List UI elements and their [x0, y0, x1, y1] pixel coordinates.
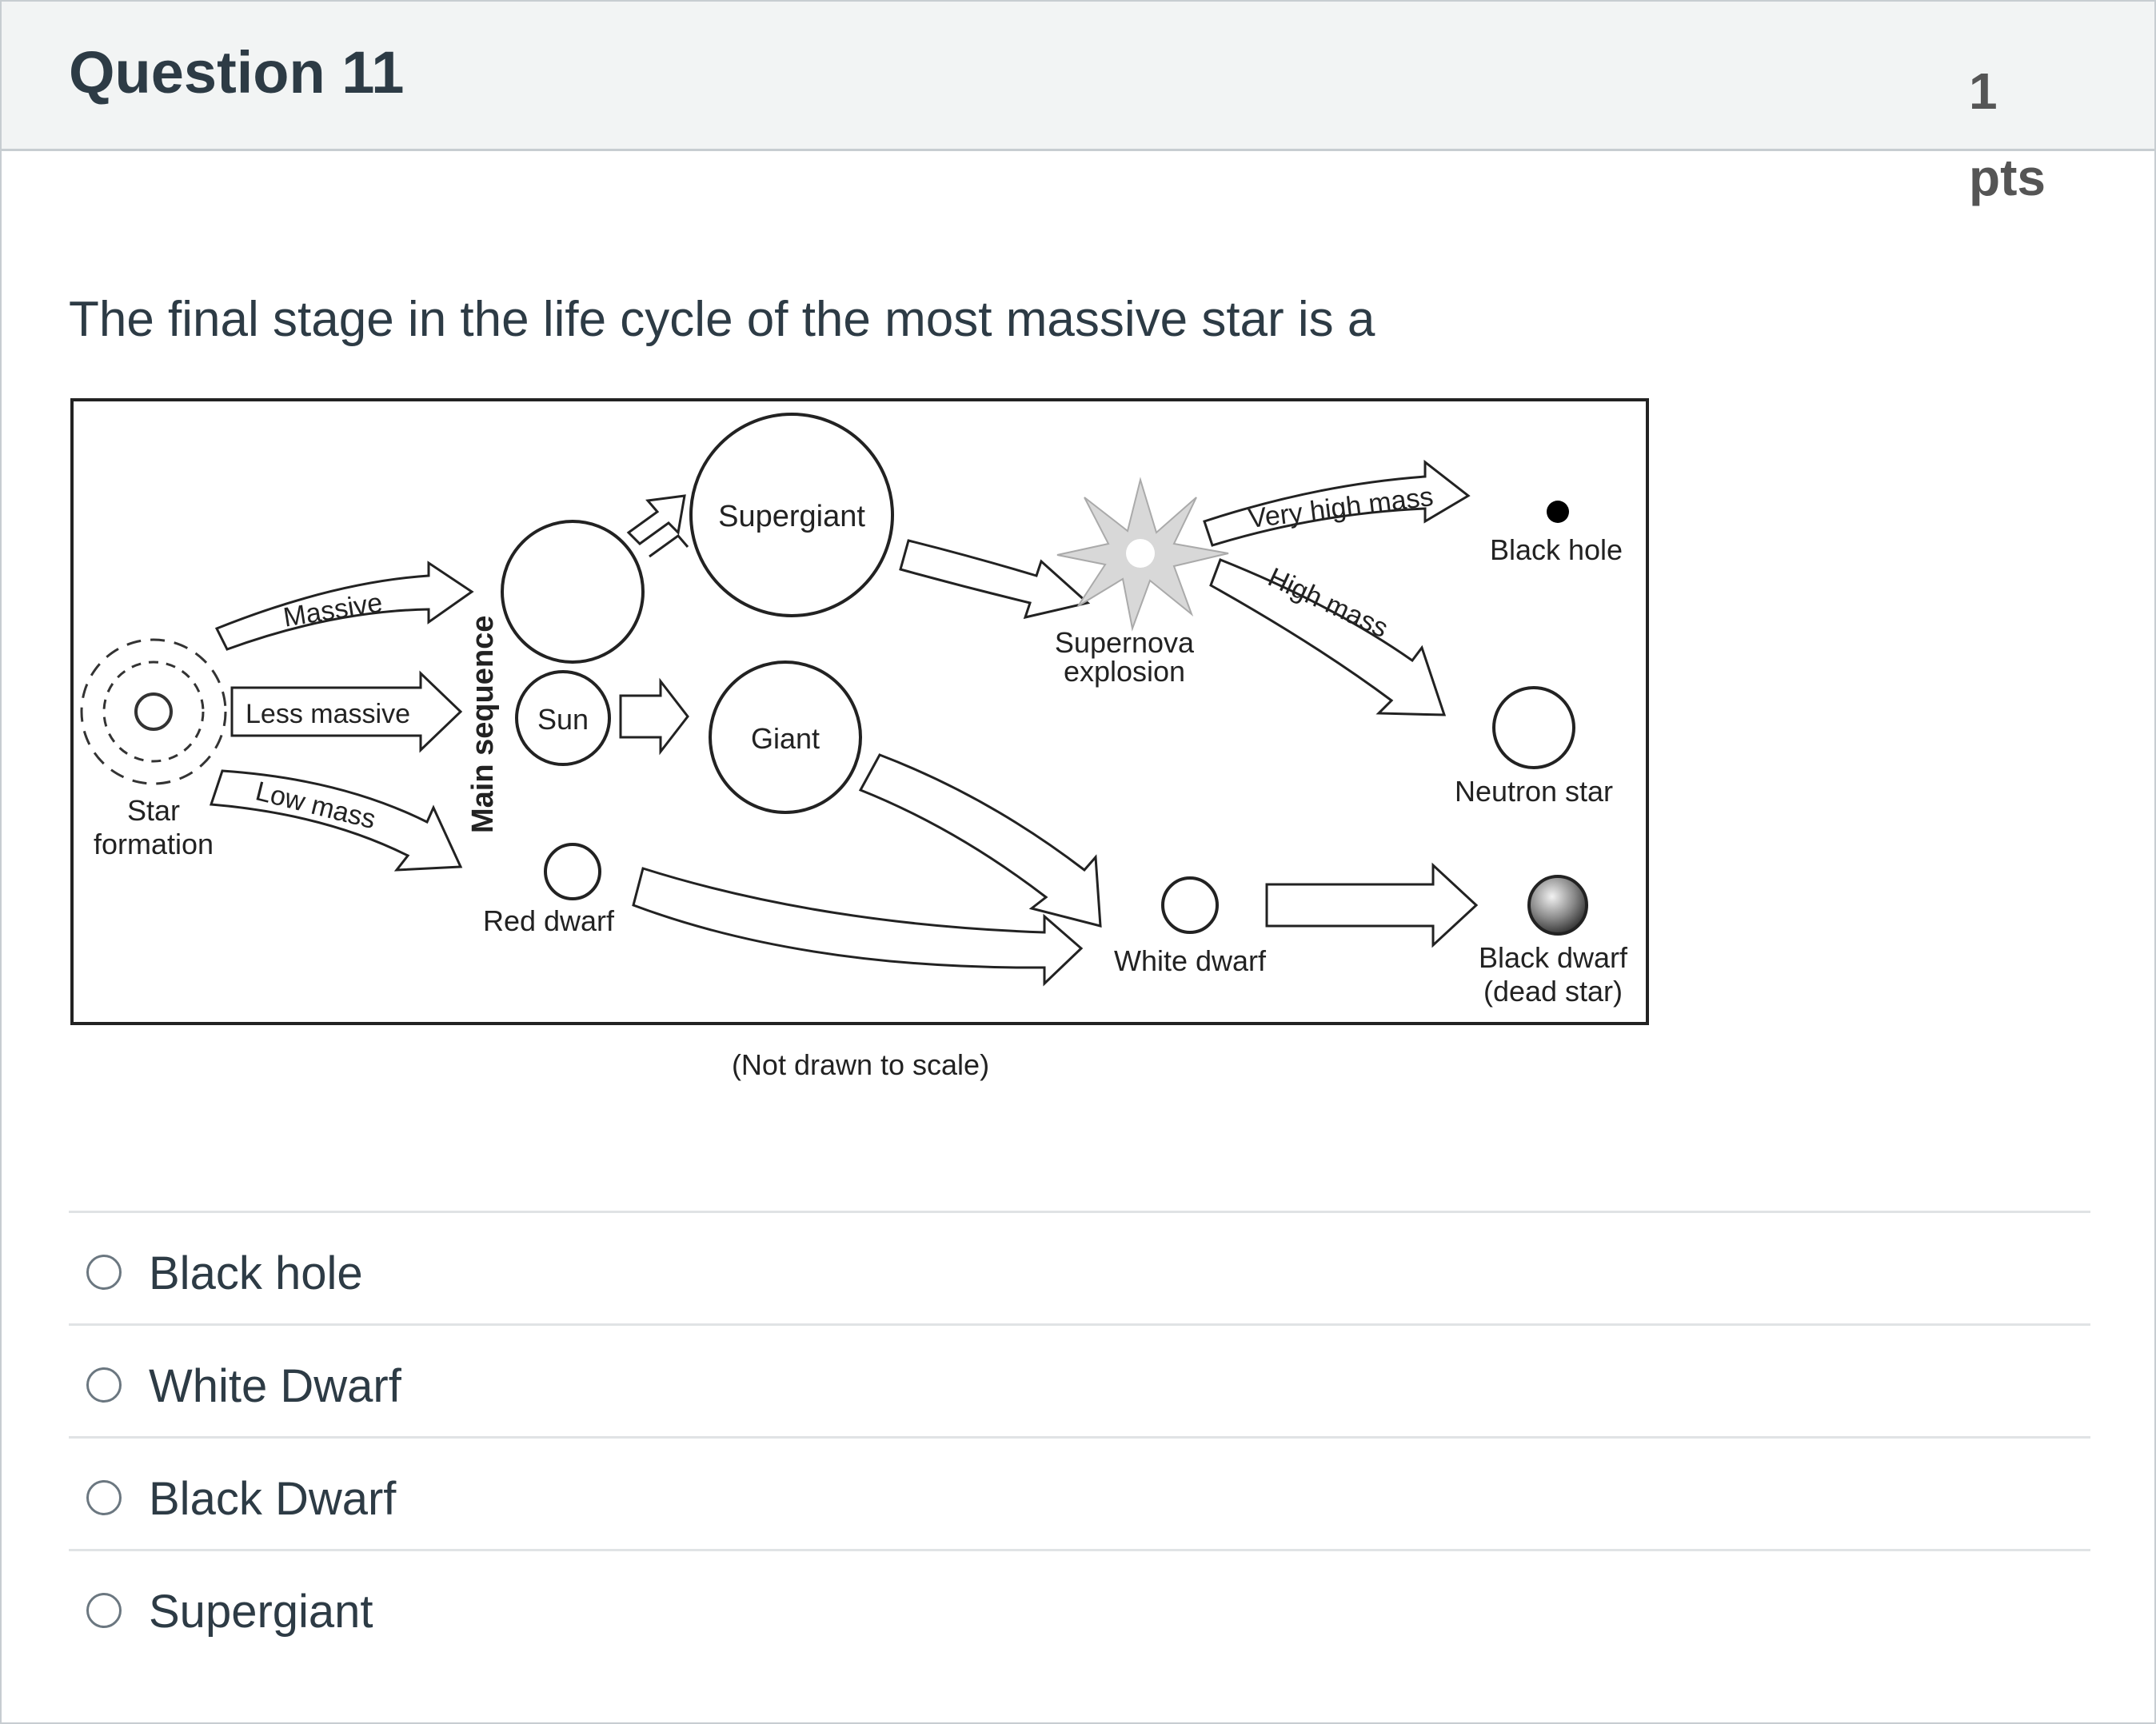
answer-option-black-hole[interactable]: Black hole	[69, 1211, 2090, 1323]
question-header: Question 11 1 pts	[2, 2, 2154, 206]
label-sun: Sun	[537, 703, 589, 736]
question-title: Question 11	[69, 39, 405, 106]
diagram-caption: (Not drawn to scale)	[732, 1048, 989, 1081]
answer-option-supergiant[interactable]: Supergiant	[69, 1549, 2090, 1662]
label-main-sequence: Main sequence	[466, 616, 500, 833]
label-white-dwarf: White dwarf	[1114, 944, 1267, 977]
black-hole-dot	[1547, 501, 1569, 523]
arrow-white-to-black-dwarf	[1265, 862, 1479, 948]
radio-button[interactable]	[86, 1593, 122, 1628]
arrow-low-mass	[209, 769, 463, 872]
star-life-cycle-diagram: Star formation Massive Less massive Low …	[69, 397, 1652, 1092]
answer-list: Black hole White Dwarf Black Dwarf Super…	[69, 1211, 2090, 1662]
diagram-svg: Star formation Massive Less massive Low …	[70, 398, 1649, 1081]
arrow-to-supergiant	[626, 494, 689, 558]
radio-button[interactable]	[86, 1480, 122, 1515]
arrow-supergiant-to-supernova	[899, 539, 1091, 620]
neutron-star-circle	[1492, 686, 1575, 769]
arrow-less-massive	[230, 670, 463, 753]
arrow-giant-to-white-dwarf	[858, 753, 1102, 928]
label-neutron-star: Neutron star	[1455, 775, 1613, 808]
arrow-high-mass	[1209, 558, 1447, 716]
label-supernova-1: Supernova	[1055, 626, 1195, 659]
radio-button[interactable]	[86, 1367, 122, 1403]
star-formation-icon	[80, 638, 227, 785]
arrow-sun-to-giant	[619, 677, 689, 756]
label-star-formation-1: Star	[127, 794, 180, 827]
supergiant-circle	[689, 413, 894, 617]
label-supergiant: Supergiant	[718, 500, 865, 533]
answer-label[interactable]: White Dwarf	[149, 1360, 401, 1412]
giant-circle	[709, 660, 862, 814]
label-black-dwarf-2: (dead star)	[1483, 975, 1623, 1008]
answer-label[interactable]: Black hole	[149, 1247, 363, 1299]
label-giant: Giant	[751, 722, 820, 755]
arrow-red-dwarf-to-white-dwarf	[632, 867, 1084, 987]
question-points: 1 pts	[1969, 62, 2046, 206]
label-red-dwarf: Red dwarf	[483, 904, 615, 937]
answer-option-black-dwarf[interactable]: Black Dwarf	[69, 1436, 2090, 1549]
red-dwarf-circle	[544, 843, 601, 900]
answer-option-white-dwarf[interactable]: White Dwarf	[69, 1323, 2090, 1436]
label-black-dwarf-1: Black dwarf	[1479, 941, 1628, 974]
arrow-massive	[214, 561, 474, 651]
label-star-formation-2: formation	[94, 828, 214, 860]
label-black-hole: Black hole	[1490, 533, 1623, 566]
radio-button[interactable]	[86, 1255, 122, 1290]
answer-label[interactable]: Supergiant	[149, 1586, 373, 1638]
question-prompt: The final stage in the life cycle of the…	[69, 292, 1375, 347]
sun-circle	[515, 670, 611, 766]
label-less-massive: Less massive	[246, 699, 410, 729]
arrow-very-high-mass	[1203, 459, 1471, 547]
supernova-core	[1126, 539, 1155, 568]
label-supernova-2: explosion	[1064, 655, 1185, 688]
white-dwarf-circle	[1161, 876, 1219, 934]
black-dwarf-circle	[1527, 875, 1588, 936]
massive-main-sequence-star	[501, 520, 645, 664]
answer-label[interactable]: Black Dwarf	[149, 1473, 397, 1525]
